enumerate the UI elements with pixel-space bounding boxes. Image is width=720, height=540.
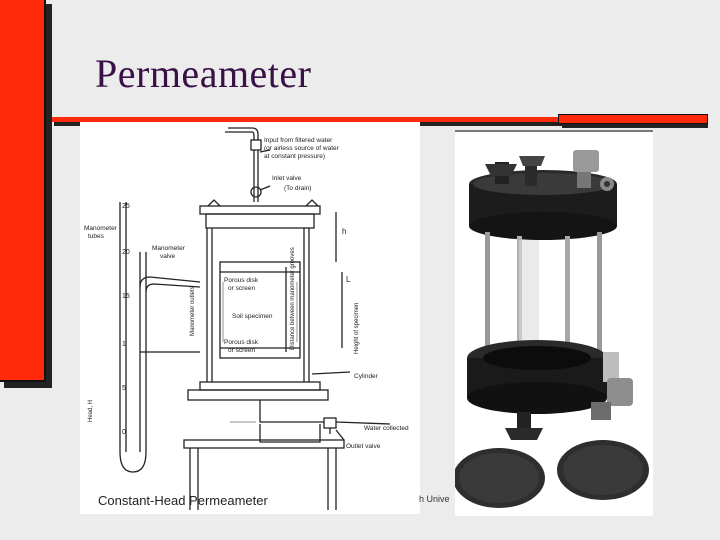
- label-manometer-tubes2: tubes: [88, 233, 105, 240]
- label-manometer-tubes: Manometer: [84, 225, 118, 232]
- scale-15: 15: [122, 293, 130, 300]
- label-to-drain: (To drain): [284, 185, 311, 192]
- diagram-caption: Constant-Head Permeameter: [98, 493, 268, 508]
- label-manometer-valve2: valve: [160, 253, 176, 260]
- label-height-specimen: Height of specimen: [354, 303, 360, 354]
- permeameter-photo: [455, 130, 653, 516]
- label-manometer-outlets: Manometer outlets: [190, 286, 196, 336]
- label-porous-disk-b: Porous disk: [224, 339, 259, 346]
- label-inlet-valve: Inlet valve: [272, 175, 302, 182]
- scale-1: 1: [122, 341, 126, 348]
- label-h: h: [342, 227, 346, 236]
- label-porous-disk: Porous disk: [224, 277, 259, 284]
- label-porous-disk-b2: or screen: [228, 347, 255, 354]
- permeameter-diagram: Input from filtered water (or airless so…: [80, 122, 420, 514]
- watermark-text: h Unive: [419, 494, 450, 504]
- label-l: L: [346, 275, 351, 284]
- title-rule: [52, 117, 704, 122]
- label-input2: (or airless source of water: [264, 145, 340, 152]
- diagram-drawing: Input from filtered water (or airless so…: [84, 127, 409, 510]
- accent-bar: [0, 0, 46, 382]
- label-porous-disk2: or screen: [228, 285, 255, 292]
- label-input: Input from filtered water: [264, 137, 333, 144]
- label-water-collected: Water collected: [364, 425, 409, 432]
- label-manometer-valve: Manometer: [152, 245, 186, 252]
- scale-20: 20: [122, 249, 130, 256]
- label-soil-specimen: Soil specimen: [232, 313, 273, 320]
- label-outlet-valve: Outlet valve: [346, 443, 381, 450]
- rule-tab: [558, 114, 708, 124]
- slide-title: Permeameter: [95, 51, 312, 96]
- scale-0: 0: [122, 429, 126, 436]
- label-distance-between: Distance between manometer grooves: [290, 247, 296, 350]
- label-input3: at constant pressure): [264, 153, 325, 160]
- label-head: Head, H: [88, 400, 94, 422]
- scale-5: 5: [122, 385, 126, 392]
- label-cylinder: Cylinder: [354, 373, 379, 380]
- apparatus-illustration: [455, 150, 649, 508]
- scale-25: 25: [122, 203, 130, 210]
